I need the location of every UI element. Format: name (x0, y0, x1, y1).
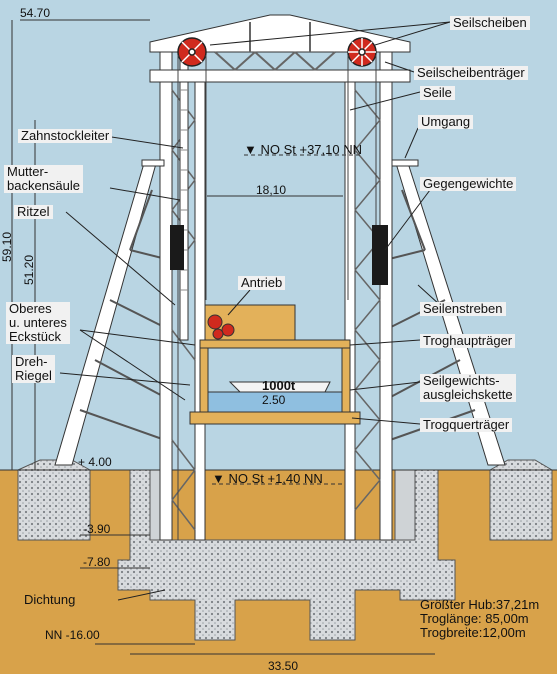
dim-width-inner: 18,10 (256, 183, 287, 197)
ropes (177, 55, 377, 540)
dim-height-low: 51.20 (22, 254, 36, 285)
top-truss (149, 14, 411, 83)
leader-lines (59, 21, 451, 601)
label-seilenstreben: Seilenstreben (420, 302, 506, 316)
label-dichtung: Dichtung (24, 592, 76, 607)
drive-pinions (207, 314, 235, 340)
label-gegengewichte: Gegengewichte (420, 177, 517, 191)
dim-level-2: -7.80 (83, 555, 111, 569)
label-seile: Seile (420, 86, 455, 100)
dim-base-width: 33.50 (268, 659, 299, 673)
label-antrieb: Antrieb (238, 276, 286, 290)
ship (228, 381, 331, 393)
label-ritzel: Ritzel (14, 205, 53, 219)
counterweight-left (170, 225, 184, 270)
spec-trogbreite: Trogbreite:12,00m (420, 625, 526, 640)
label-mutterbackensaeule: Mutter- backensäule (4, 165, 83, 193)
label-drehriegel: Dreh- Riegel (12, 355, 55, 383)
water-level-upper: ▼ NO St +37,10 NN (244, 142, 362, 157)
label-seilscheibentraeger: Seilscheibenträger (414, 66, 528, 80)
dim-height-total: 59.10 (0, 231, 14, 262)
counterweight-right (372, 225, 388, 285)
right-pit (394, 469, 416, 541)
sheave-right (347, 37, 377, 67)
spec-troglaenge: Troglänge: 85,00m (420, 611, 529, 626)
left-footing (17, 459, 91, 541)
label-umgang: Umgang (418, 115, 474, 129)
trough (189, 339, 361, 425)
dim-ground: + 4.00 (78, 455, 112, 469)
water-level-lower: ▼ NO St +1,40 NN (212, 471, 323, 486)
vessel-weight: 1000t (262, 378, 296, 393)
dim-depth: 2.50 (262, 393, 286, 407)
label-seilgewicht: Seilgewichts- ausgleichskette (420, 374, 516, 402)
label-trogquertraeger: Trogquerträger (420, 418, 513, 432)
specs-block: Größter Hub:37,21m Troglänge: 85,00m Tro… (420, 598, 539, 640)
right-tower (344, 39, 393, 541)
dim-level-1: -3.90 (83, 522, 111, 536)
label-eckstueck: Oberes u. unteres Eckstück (6, 302, 70, 344)
rack-ladder (179, 49, 189, 341)
walkway-left (141, 159, 165, 167)
dim-top: 54.70 (20, 6, 51, 20)
label-zahnstockleiter: Zahnstockleiter (18, 129, 113, 143)
spec-hub: Größter Hub:37,21m (420, 597, 540, 612)
walkway-right (391, 159, 419, 167)
label-troghaupttraeger: Troghaupträger (420, 334, 516, 348)
sheave-left (177, 37, 207, 67)
right-footing (489, 459, 553, 541)
label-seilscheiben: Seilscheiben (450, 16, 530, 30)
dim-nn: NN -16.00 (45, 628, 100, 642)
